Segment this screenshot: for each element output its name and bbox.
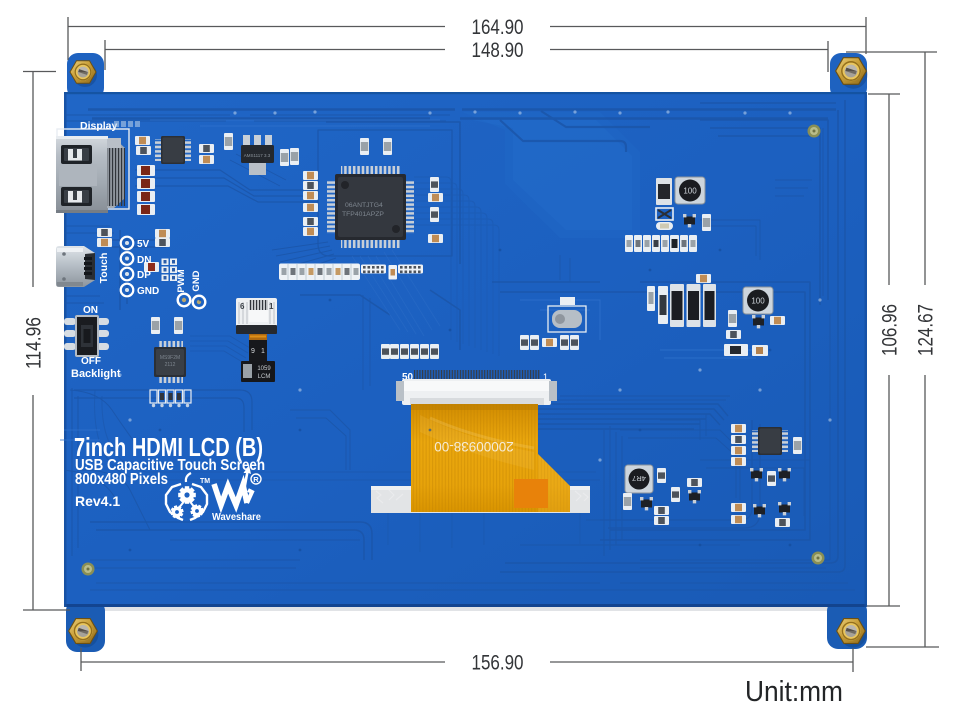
svg-text:1059: 1059 xyxy=(257,366,271,372)
svg-text:DN: DN xyxy=(137,255,151,266)
svg-text:TM: TM xyxy=(200,478,210,485)
svg-text:TFP401APZP: TFP401APZP xyxy=(342,211,384,218)
svg-text:1: 1 xyxy=(261,348,265,355)
svg-text:DP: DP xyxy=(137,270,151,281)
svg-text:106.96: 106.96 xyxy=(879,304,902,356)
svg-text:7inch HDMI LCD (B): 7inch HDMI LCD (B) xyxy=(74,432,263,462)
svg-text:9: 9 xyxy=(251,348,255,355)
svg-text:MS9F2M: MS9F2M xyxy=(160,355,180,361)
svg-text:156.90: 156.90 xyxy=(472,652,524,675)
svg-text:148.90: 148.90 xyxy=(472,39,524,62)
svg-text:Rev4.1: Rev4.1 xyxy=(75,493,120,509)
svg-text:20000938-00: 20000938-00 xyxy=(434,439,514,454)
svg-text:LCM: LCM xyxy=(258,374,271,380)
svg-text:2112: 2112 xyxy=(165,362,176,368)
svg-text:Backlight: Backlight xyxy=(71,368,121,380)
svg-text:114.96: 114.96 xyxy=(23,317,46,369)
svg-text:USB Capacitive Touch Screen: USB Capacitive Touch Screen xyxy=(75,457,265,474)
svg-text:4R7: 4R7 xyxy=(632,474,646,483)
svg-text:124.67: 124.67 xyxy=(915,304,938,356)
svg-text:800x480 Pixels: 800x480 Pixels xyxy=(75,471,168,488)
svg-text:R: R xyxy=(253,475,259,484)
svg-text:164.90: 164.90 xyxy=(472,16,524,39)
svg-text:1: 1 xyxy=(269,302,274,311)
svg-text:6: 6 xyxy=(240,302,245,311)
svg-text:Display: Display xyxy=(80,120,118,132)
svg-text:5V: 5V xyxy=(137,239,150,250)
svg-text:Waveshare: Waveshare xyxy=(212,511,261,523)
svg-text:Touch: Touch xyxy=(98,253,110,284)
svg-text:50: 50 xyxy=(402,372,414,383)
svg-text:OFF: OFF xyxy=(81,356,101,367)
svg-text:06ANTJTG4: 06ANTJTG4 xyxy=(345,202,383,209)
svg-text:1: 1 xyxy=(543,372,548,382)
svg-text:GND: GND xyxy=(191,270,202,291)
svg-text:PWM: PWM xyxy=(176,269,187,292)
svg-text:ON: ON xyxy=(83,305,98,316)
svg-text:AMS1117 3.3: AMS1117 3.3 xyxy=(244,153,271,158)
svg-text:GND: GND xyxy=(137,286,159,297)
svg-text:Unit:mm: Unit:mm xyxy=(745,676,843,708)
